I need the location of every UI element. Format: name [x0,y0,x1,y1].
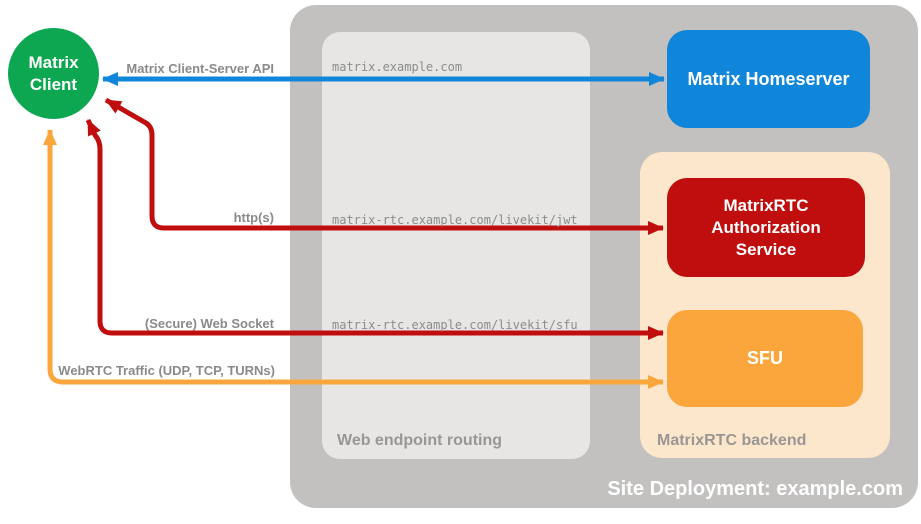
label-client-server-api: Matrix Client-Server API [126,61,274,76]
label-secure-web-socket: (Secure) Web Socket [144,316,274,331]
backend-panel-caption: MatrixRTC backend [657,432,807,449]
matrix-client-label: Matrix Client [28,52,79,94]
sfu-node: SFU [667,310,863,407]
web-endpoint-routing-panel: Web endpoint routing [322,32,590,459]
endpoint-matrix-example-com: matrix.example.com [332,60,463,74]
endpoint-livekit-sfu: matrix-rtc.example.com/livekit/sfu [332,318,578,332]
matrix-homeserver-node: Matrix Homeserver [667,30,870,128]
matrixrtc-authorization-service-node: MatrixRTC Authorization Service [667,178,865,277]
site-deployment-title: Site Deployment: example.com [607,478,903,500]
routing-panel-caption: Web endpoint routing [337,432,503,449]
label-https: http(s) [233,210,274,225]
matrix-client-node: Matrix Client [8,28,99,119]
endpoint-livekit-jwt: matrix-rtc.example.com/livekit/jwt [332,213,578,227]
label-webrtc-traffic: WebRTC Traffic (UDP, TCP, TURNs) [58,363,275,378]
